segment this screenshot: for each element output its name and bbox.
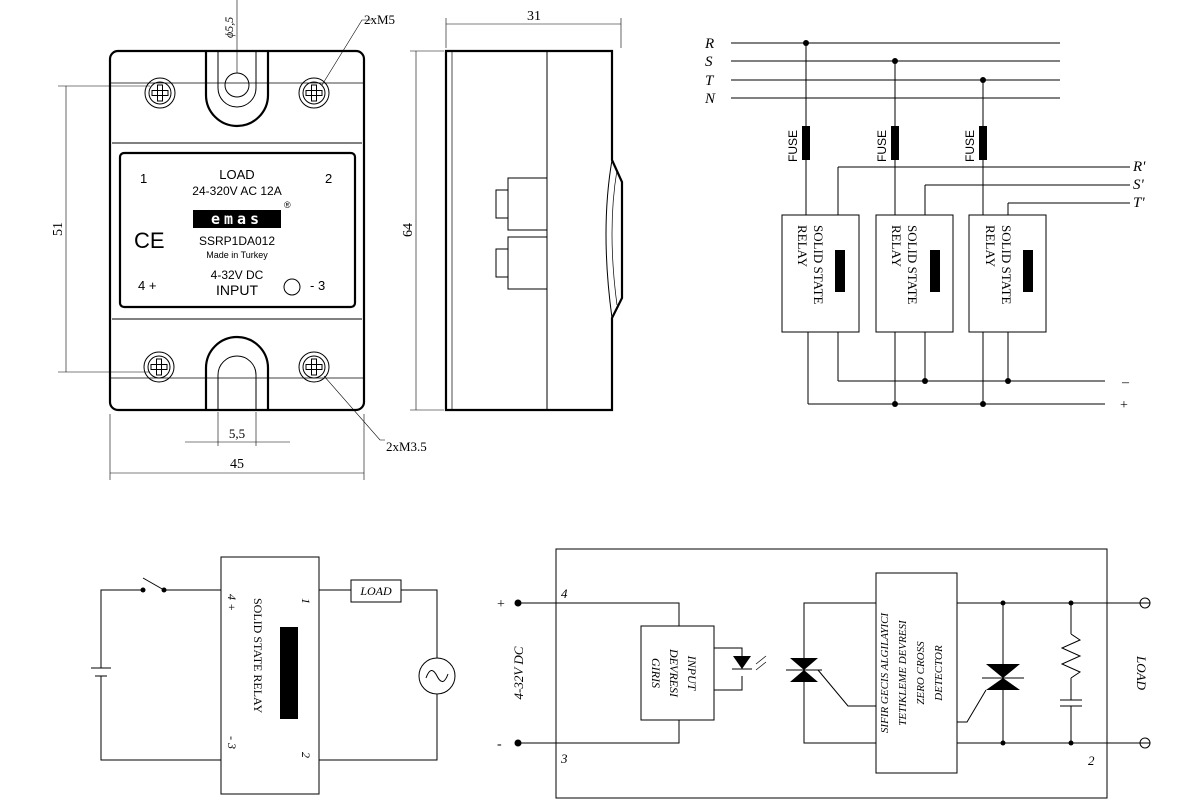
zero-cross-block [875, 572, 958, 774]
side-terminal [507, 236, 548, 290]
terminal-1-label: 1 [140, 171, 147, 186]
fuse-icon [891, 126, 899, 160]
input-range: 4-32V DC [211, 268, 264, 282]
screw-icon [298, 77, 330, 109]
emas-logo [280, 627, 298, 719]
ssr-label-2: RELAY [983, 225, 998, 268]
schematic-frame [555, 548, 1108, 799]
terminal-2: 2 [1088, 753, 1095, 768]
output-r-label: R' [1132, 159, 1146, 175]
input-block-line2: DEVRESI [667, 648, 681, 698]
fuse-label: FUSE [875, 130, 889, 162]
terminal-3-label: - 3 [310, 278, 325, 293]
emas-logo [1023, 250, 1033, 292]
screw-icon [298, 351, 330, 383]
output-terminal-icon [1139, 597, 1151, 609]
opto-triac-icon [790, 658, 818, 670]
ssr-box [781, 214, 860, 333]
load-rating: 24-320V AC 12A [192, 184, 281, 198]
switch-icon [142, 577, 165, 591]
fuse-icon [979, 126, 987, 160]
input-circuit-block [640, 625, 715, 721]
output-load-label: LOAD [1134, 655, 1149, 691]
input-block-line1: GIRIS [649, 658, 663, 688]
side-terminal [507, 177, 548, 231]
output-t-label: T' [1133, 195, 1145, 211]
terminal-4-label: 4 + [225, 594, 239, 611]
dc-minus-label: – [1121, 375, 1130, 390]
zc-line3: ZERO CROSS [915, 641, 927, 705]
ssr-box [875, 214, 954, 333]
terminal-2-label: 2 [325, 171, 332, 186]
side-view: 31 64 [401, 9, 624, 412]
zc-line4: DETECTOR [933, 645, 945, 702]
registered-mark: ® [284, 200, 291, 210]
terminal-1-label: 1 [299, 598, 313, 604]
phase-s-label: S [705, 54, 713, 70]
ssr-label-1: SOLID STATE [811, 225, 826, 305]
terminal-3: 3 [560, 751, 568, 766]
load-label: LOAD [359, 584, 392, 598]
dc-plus-label: + [1120, 398, 1128, 413]
screw-icon [144, 77, 176, 109]
label-panel [118, 151, 357, 309]
dc-plus-terminal: + [497, 597, 505, 612]
resistor-icon [1060, 633, 1082, 679]
neutral-label: N [704, 91, 716, 107]
hole-spacing-dim: 51 [51, 222, 66, 236]
ssr-label-2: RELAY [889, 225, 904, 268]
top-mounting-slot [204, 51, 270, 128]
fuse-label: FUSE [963, 130, 977, 162]
wiring-diagram: LOAD 4 + - 3 1 2 SOLID STATE RELAY [91, 556, 456, 795]
ssr-label-1: SOLID STATE [905, 225, 920, 305]
emas-logo: emas [193, 210, 281, 228]
terminal-4: 4 [561, 586, 568, 601]
ssr-label-2: RELAY [795, 225, 810, 268]
slot-width-dim: 5,5 [229, 426, 245, 441]
phase-r-label: R [704, 36, 714, 52]
height-dim: 64 [401, 223, 416, 237]
internal-schematic: + - 4 3 4-32V DC GIRIS DEVRESI INPUT SIF… [497, 548, 1151, 799]
width-dim: 45 [230, 457, 244, 472]
ssr-label-1: SOLID STATE [999, 225, 1014, 305]
front-view: LOAD 24-320V AC 12A 1 2 emas ® CE SSRP1D… [51, 0, 427, 480]
model-number: SSRP1DA012 [199, 234, 275, 248]
terminal-2-label: 2 [299, 752, 313, 758]
ssr-block [220, 556, 320, 795]
led-icon [733, 656, 751, 669]
emas-logo [930, 250, 940, 292]
made-in: Made in Turkey [206, 250, 268, 260]
load-box [350, 579, 402, 603]
bottom-screws-dim: 2xM3.5 [386, 439, 427, 454]
top-screws-dim: 2xM5 [364, 12, 395, 27]
led-indicator-icon [283, 278, 301, 296]
three-phase-diagram: R S T N FUSE SOLID STATE RELAY FUSE SOLI… [704, 36, 1146, 413]
terminal-3-label: - 3 [225, 736, 239, 749]
ssr-label: SOLID STATE RELAY [251, 598, 265, 714]
input-label: INPUT [216, 282, 258, 298]
mounting-hole [224, 72, 250, 98]
side-profile [444, 49, 624, 412]
dc-minus-terminal: - [497, 737, 502, 752]
depth-dim: 31 [527, 9, 541, 24]
load-title: LOAD [219, 167, 254, 182]
phase-t-label: T [705, 73, 715, 89]
fuse-label: FUSE [786, 130, 800, 162]
zc-line1: SIFIR GECIS ALGILAYICI [879, 612, 891, 734]
dc-input-label: 4-32V DC [511, 646, 526, 699]
bottom-mounting-slot [204, 335, 270, 410]
zc-line2: TETIKLEME DEVRESI [897, 619, 909, 726]
power-triac-icon [986, 664, 1020, 678]
emas-logo [835, 250, 845, 292]
screw-icon [143, 351, 175, 383]
fuse-icon [802, 126, 810, 160]
output-s-label: S' [1133, 177, 1145, 193]
ce-mark: CE [134, 228, 165, 253]
output-terminal-icon [1139, 737, 1151, 749]
hole-diameter-dim: ϕ5,5 [222, 17, 236, 38]
svg-text:emas: emas [211, 210, 263, 228]
terminal-4-label: 4 + [138, 278, 156, 293]
input-block-line3: INPUT [685, 655, 699, 692]
